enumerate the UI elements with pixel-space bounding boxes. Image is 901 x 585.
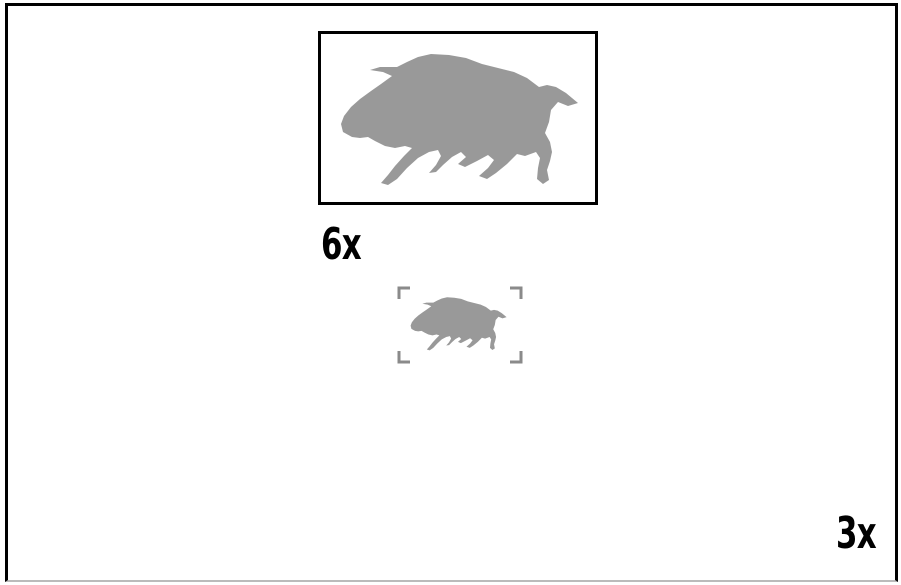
zoom-6x-label: 6x [321, 219, 362, 270]
zoom-3x-label: 3x [836, 508, 877, 559]
magnified-view-box [318, 31, 598, 205]
reticle-brackets-icon [397, 286, 523, 364]
target-reticle [396, 285, 524, 365]
boar-silhouette-icon [341, 54, 578, 185]
boar-silhouette-small-icon [410, 297, 507, 351]
